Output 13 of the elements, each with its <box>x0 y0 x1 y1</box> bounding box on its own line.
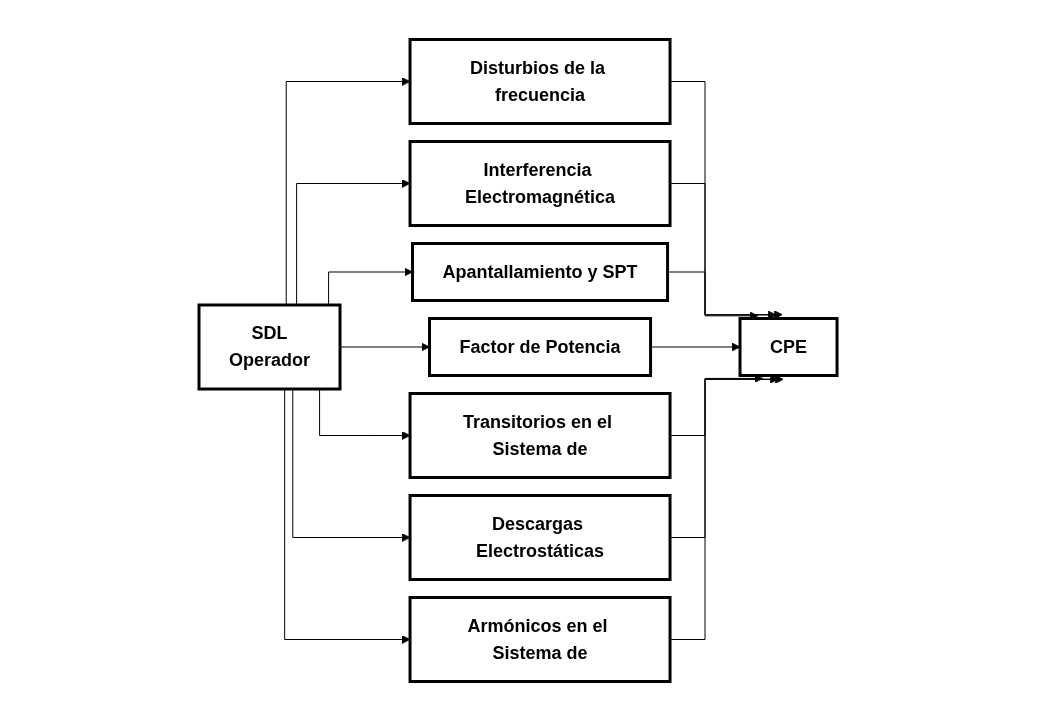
arrow <box>296 179 411 306</box>
node-box: SDL Operador <box>197 303 342 391</box>
node-box: Factor de Potencia <box>428 317 653 377</box>
node-box: Descargas Electrostáticas <box>409 494 672 581</box>
arrow <box>670 374 785 640</box>
arrow <box>670 374 764 436</box>
arrow <box>286 77 411 306</box>
node-box: CPE <box>739 317 839 377</box>
node-box: Apantallamiento y SPT <box>411 242 670 302</box>
node-box: Disturbios de la frecuencia <box>409 38 672 125</box>
node-box: Interferencia Electromagnética <box>409 140 672 227</box>
node-box: Armónicos en el Sistema de <box>409 596 672 683</box>
node-box: Transitorios en el Sistema de <box>409 392 672 479</box>
